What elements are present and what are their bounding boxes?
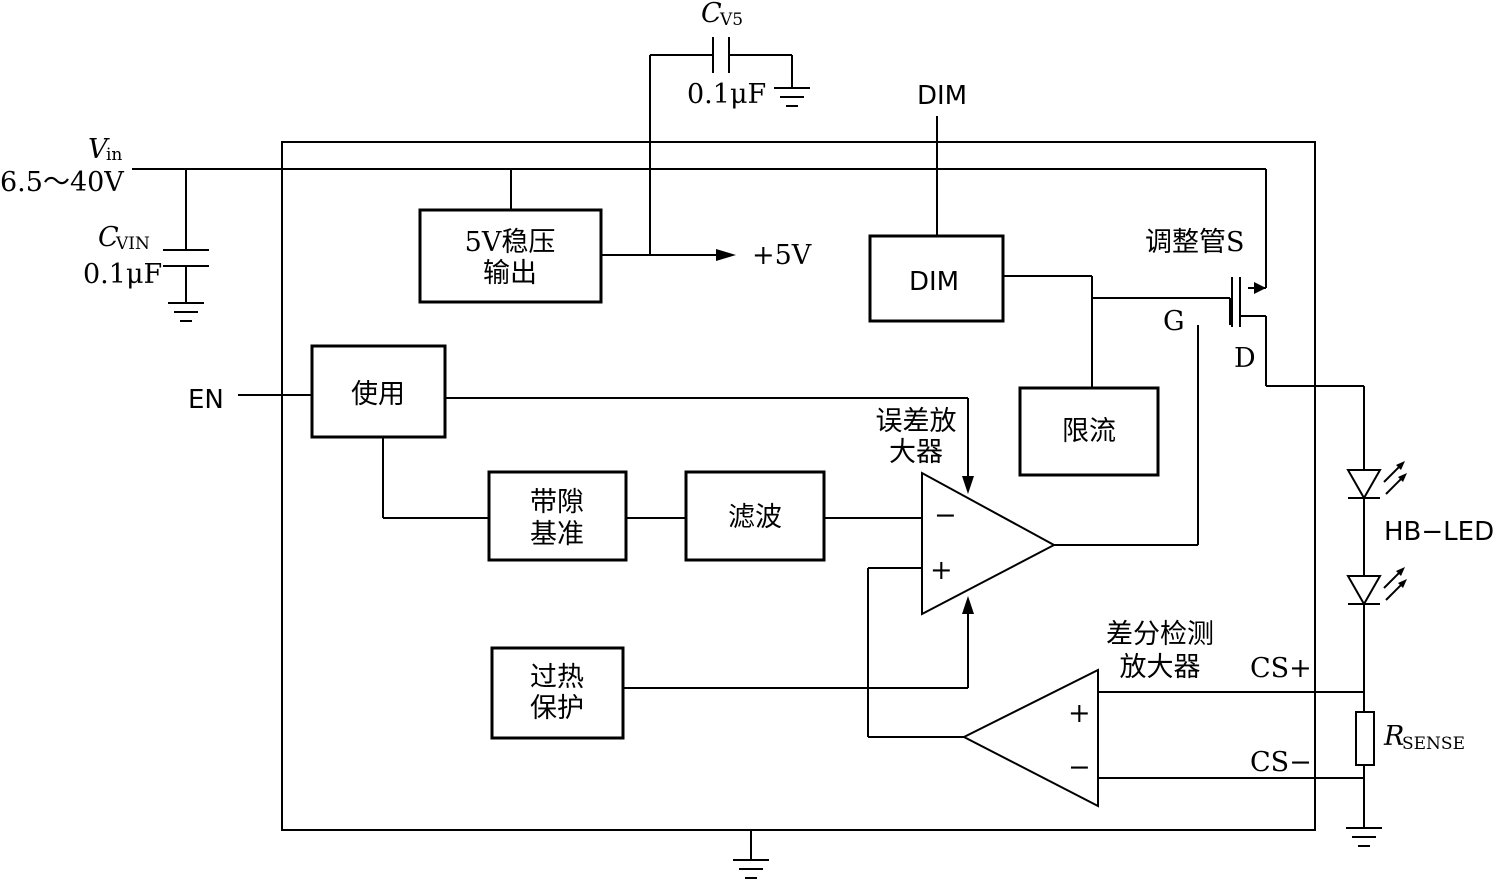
diff-amp-plus: + [1068, 698, 1091, 729]
enable-label: 使用 [351, 379, 405, 410]
bandgap-block [487, 470, 628, 562]
switch-label: 调整管S [1145, 227, 1245, 258]
error-amp-line1: 误差放 [876, 406, 957, 437]
cvin-value: 0.1μF [83, 259, 162, 290]
dim-block [868, 234, 1005, 323]
diff-amp-line2: 放大器 [1120, 652, 1201, 683]
mosfet-switch-icon [1231, 277, 1267, 386]
error-amp-line2: 大器 [889, 437, 943, 468]
drain-label: D [1234, 343, 1256, 374]
rsense-sub: SENSE [1402, 734, 1465, 754]
thermal-line1: 过热 [530, 662, 584, 693]
diff-amp-line1: 差分检测 [1106, 619, 1214, 650]
led1-icon [1346, 461, 1407, 501]
enable-block [310, 344, 447, 439]
enable-to-amp-wire [445, 397, 974, 494]
thermal-to-amp-wire [623, 596, 974, 689]
chip-outline [281, 141, 1316, 831]
cvin-sub: VIN [115, 234, 150, 254]
dim-block-label: DIM [909, 267, 959, 297]
rsense-ground-icon [1346, 827, 1382, 847]
gate-net [1003, 275, 1231, 546]
rsense-resistor [1355, 711, 1375, 766]
cv5-ground-icon [774, 87, 810, 107]
cs-plus-label: CS+ [1250, 653, 1312, 684]
chip-ground-icon [733, 830, 769, 879]
cvin-capacitor [163, 169, 209, 303]
rsense-label: R [1383, 721, 1404, 752]
filter-block [684, 470, 826, 562]
cvin-ground-icon [168, 302, 204, 322]
current-limit-block [1018, 386, 1160, 477]
thermal-line2: 保护 [530, 693, 584, 724]
vin-sub: in [106, 145, 122, 165]
led-string-wire [1266, 385, 1365, 828]
en-pin-label: EN [188, 385, 224, 415]
error-amplifier [921, 471, 1057, 616]
cv5-sub: V5 [719, 10, 743, 30]
led-label: HB−LED [1384, 517, 1494, 547]
led2-icon [1346, 567, 1407, 607]
feedback-wire [867, 567, 964, 738]
cv5-value: 0.1μF [687, 79, 766, 110]
cvin-label: C [98, 222, 119, 253]
filter-label: 滤波 [728, 502, 782, 533]
regulator-output-wire [601, 37, 793, 261]
regulator-line2: 输出 [483, 258, 537, 289]
vin-label: V [88, 134, 110, 165]
cv5-label: C [701, 0, 722, 29]
error-amp-plus: + [930, 555, 953, 586]
bandgap-line2: 基准 [530, 519, 584, 550]
error-amp-minus: − [934, 500, 957, 531]
gate-label: G [1163, 306, 1185, 337]
vin-range: 6.5～40V [0, 167, 124, 198]
vin-rail [132, 168, 1267, 294]
thermal-block [490, 646, 625, 740]
diff-amplifier [961, 668, 1099, 808]
plus5v-label: +5V [752, 240, 812, 271]
cs-minus-label: CS− [1250, 747, 1312, 778]
regulator-line1: 5V稳压 [465, 227, 556, 258]
bandgap-line1: 带隙 [530, 487, 584, 518]
enable-to-bandgap-wire [382, 437, 489, 519]
current-limit-label: 限流 [1062, 416, 1116, 447]
dim-pin-label: DIM [917, 81, 967, 111]
diff-amp-minus: − [1068, 752, 1091, 783]
